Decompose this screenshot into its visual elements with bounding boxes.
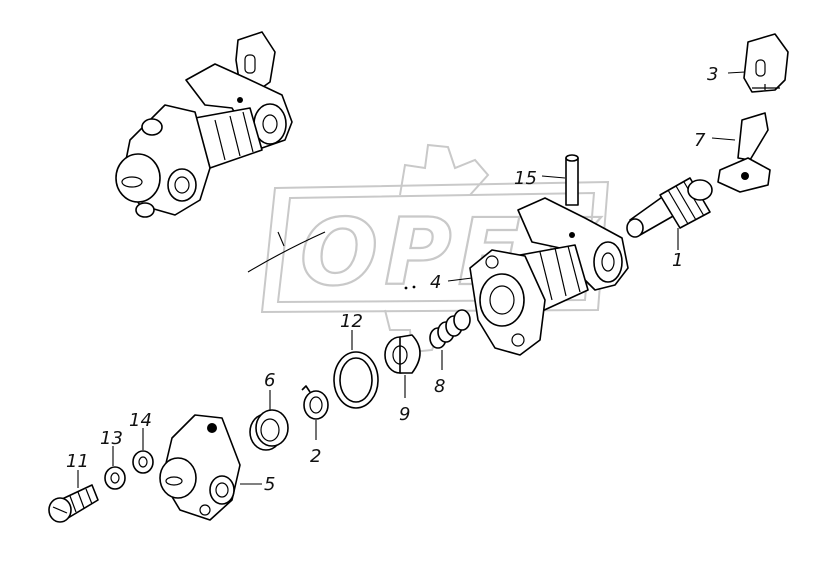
callout-12: 12 [340, 311, 363, 332]
leader-4 [447, 277, 473, 282]
leader-3 [727, 71, 746, 74]
dot-mark [412, 285, 416, 289]
assembled-body-slot [121, 176, 143, 188]
part-14-washer [132, 450, 154, 474]
assembled-screw-top [141, 118, 163, 136]
part-7-lever [717, 112, 771, 193]
callout-13: 13 [100, 428, 123, 449]
part-1-shaft [626, 177, 713, 238]
watermark-frame-inner [276, 191, 596, 304]
assembled-port-bore [174, 176, 190, 194]
leader-7 [711, 137, 736, 141]
part-4-clamp-housing [469, 197, 629, 356]
callout-15: 15 [514, 168, 537, 189]
watermark-frame-outer [260, 180, 610, 314]
part-5-end-cap [159, 414, 241, 521]
callout-5: 5 [264, 474, 275, 495]
callout-4: 4 [430, 272, 441, 293]
leader-15 [541, 175, 566, 179]
callout-14: 14 [129, 410, 152, 431]
leader-stray [247, 231, 326, 273]
assembled-screw-bottom [135, 202, 155, 218]
part-15-pin [565, 154, 579, 206]
part-11-screw [48, 484, 99, 523]
part-3-lever-cap [743, 33, 789, 93]
part-8-spring [429, 309, 471, 349]
dot-mark [404, 286, 408, 290]
callout-11: 11 [66, 451, 89, 472]
part-2-retaining-ring [301, 385, 329, 420]
assembled-shaft-rings [214, 111, 254, 161]
part-12-o-ring [333, 351, 379, 409]
callout-7: 7 [694, 130, 706, 151]
assembled-view [115, 31, 293, 218]
assembled-pin-hole [237, 97, 243, 103]
part-9-bushing [384, 334, 421, 374]
lever-slot [244, 54, 256, 74]
leader-stray-tick [277, 231, 285, 247]
assembled-port [167, 168, 197, 202]
assembled-clamp-bore [262, 114, 278, 134]
callout-8: 8 [434, 376, 445, 397]
callout-3: 3 [707, 64, 718, 85]
callout-9: 9 [399, 404, 410, 425]
callout-6: 6 [264, 370, 275, 391]
callout-1: 1 [672, 250, 683, 271]
part-6-spring-washer [249, 409, 289, 451]
part-13-nut [104, 466, 126, 490]
callout-2: 2 [310, 446, 321, 467]
